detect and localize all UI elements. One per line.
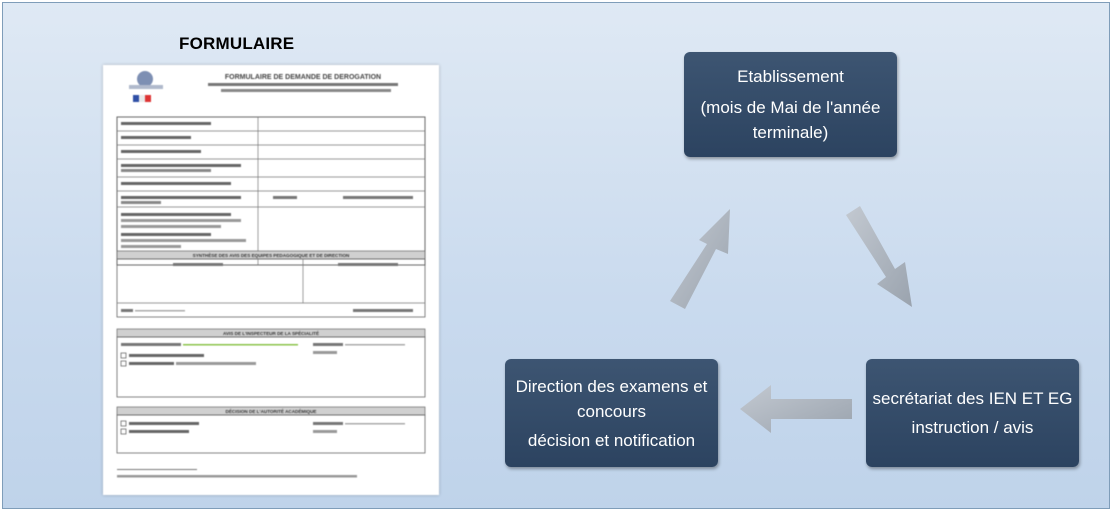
doc-title: FORMULAIRE DE DEMANDE DE DEROGATION [225, 74, 381, 81]
step-direction-detail: décision et notification [527, 430, 696, 450]
step-etablissement-title: Etablissement [737, 67, 844, 86]
step-secretariat: secrétariat des IEN ET EG instruction / … [866, 359, 1079, 467]
step-secretariat-detail: instruction / avis [911, 418, 1034, 437]
step-direction-title: Direction des examens et concours [515, 376, 708, 421]
doc-section-3: DÉCISION DE L'AUTORITÉ ACADÉMIQUE [226, 407, 317, 414]
step-etablissement: Etablissement (mois de Mai de l'année te… [684, 52, 897, 157]
step-etablissement-detail: (mois de Mai de l'année terminale) [700, 98, 881, 142]
arrow-direction-to-etablissement [670, 209, 730, 309]
arrow-etablissement-to-secretariat [846, 206, 912, 307]
form-label: FORMULAIRE [179, 34, 295, 53]
form-document-image: FORMULAIRE DE DEMANDE DE DEROGATION SYNT… [103, 65, 439, 495]
doc-section-2: AVIS DE L'INSPECTEUR DE LA SPÉCIALITÉ [223, 329, 319, 336]
flow-arrows [670, 206, 912, 433]
step-secretariat-title: secrétariat des IEN ET EG [872, 389, 1073, 408]
doc-section-1: SYNTHÈSE DES AVIS DES EQUIPES PEDAGOGIQU… [193, 251, 350, 258]
step-direction: Direction des examens et concours décisi… [505, 359, 718, 467]
arrow-secretariat-to-direction [740, 385, 852, 433]
